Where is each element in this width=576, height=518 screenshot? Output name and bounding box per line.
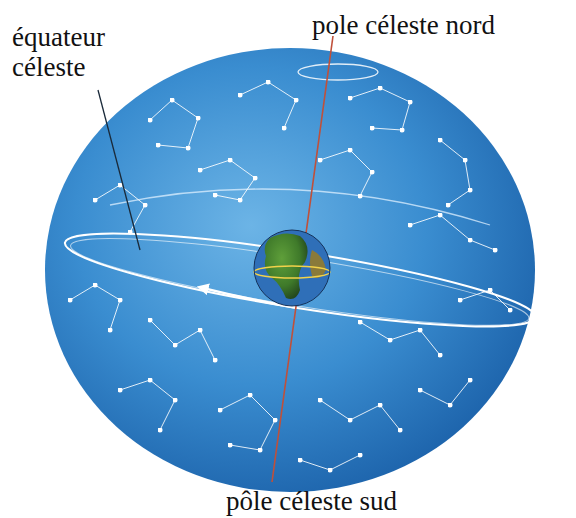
constellation	[200, 160, 255, 200]
constellation	[320, 150, 372, 196]
pole-ring	[298, 64, 378, 80]
earth	[254, 230, 330, 306]
equator-line	[61, 215, 540, 345]
constellation	[320, 400, 400, 430]
constellation	[120, 380, 175, 430]
equator-line	[67, 222, 533, 342]
constellation	[70, 285, 120, 330]
sphere-label: pole céleste nord	[312, 10, 495, 40]
leader-line	[98, 90, 140, 250]
constellation	[420, 380, 470, 405]
celestial-equator	[61, 215, 540, 345]
constellation	[350, 88, 410, 130]
sphere-label: équateur céleste	[12, 22, 124, 82]
constellation	[300, 455, 360, 470]
constellation	[460, 290, 510, 310]
constellation	[95, 185, 145, 232]
earth-ocean	[254, 230, 330, 306]
constellation	[150, 320, 215, 360]
earth-equator	[254, 266, 330, 278]
constellation	[220, 395, 275, 450]
earth-land	[310, 250, 326, 278]
constellation	[360, 322, 440, 355]
constellation	[150, 100, 198, 148]
constellation	[240, 82, 296, 128]
earth-outline	[254, 230, 330, 306]
constellations	[70, 82, 510, 470]
constellation	[440, 140, 470, 205]
constellation	[410, 215, 495, 250]
ecliptic-line	[110, 189, 490, 225]
sphere-label: pôle céleste sud	[226, 486, 397, 516]
